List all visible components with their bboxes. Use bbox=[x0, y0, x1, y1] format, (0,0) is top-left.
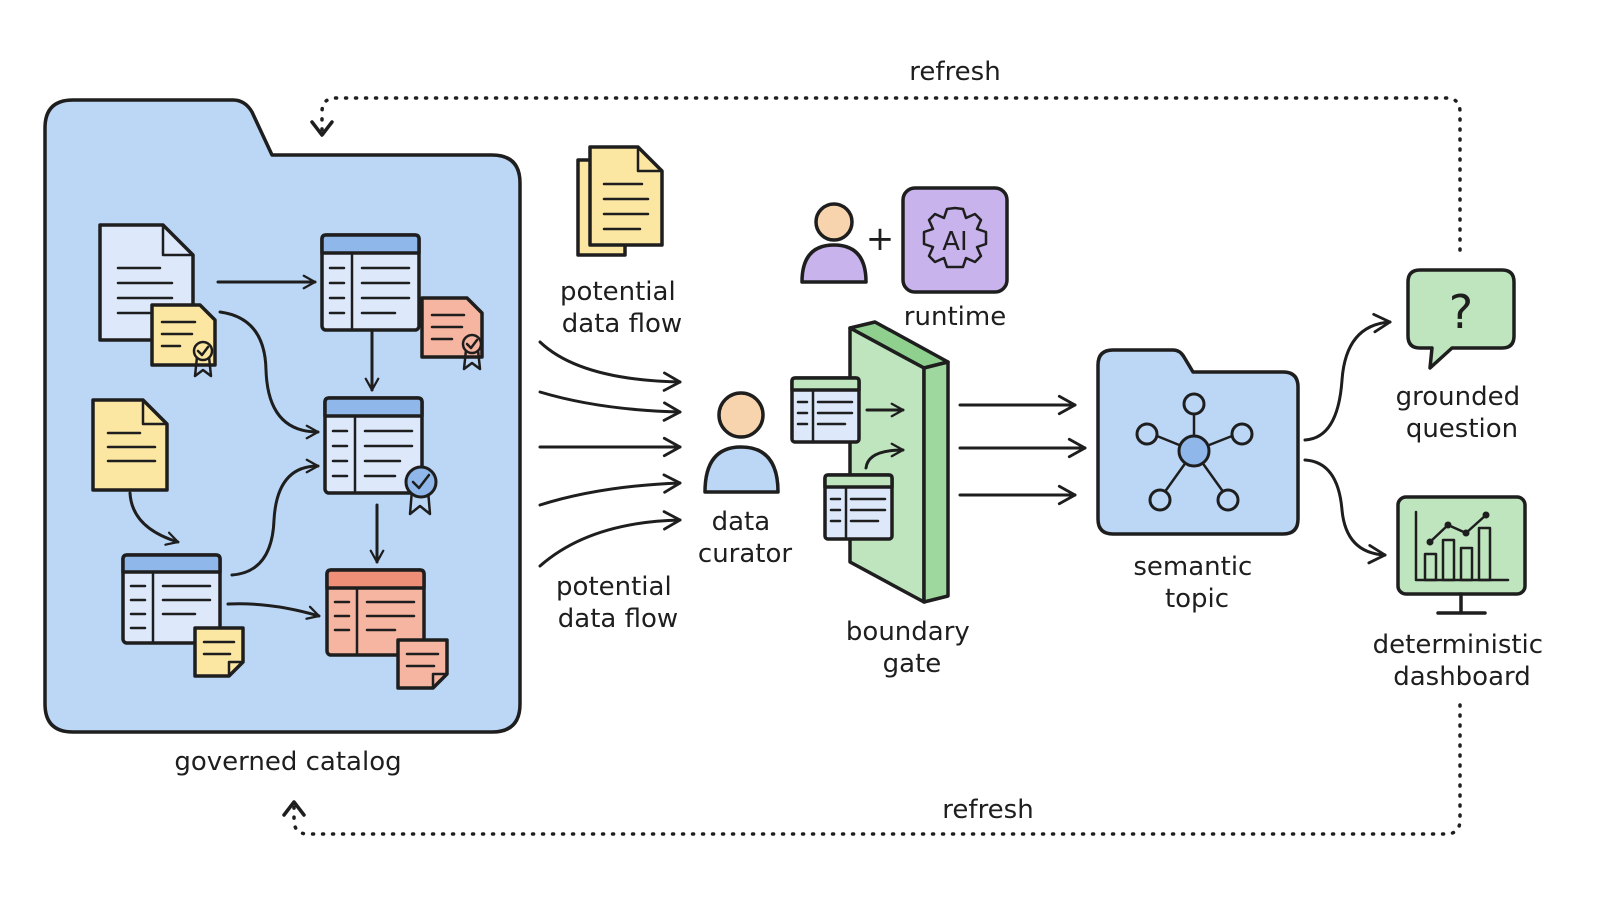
person-icon bbox=[800, 202, 868, 284]
plus-sign: + bbox=[866, 219, 895, 259]
table-icon bbox=[121, 553, 222, 645]
data-curator-label: data curator bbox=[698, 507, 792, 569]
grounded-question-label: grounded question bbox=[1396, 382, 1529, 444]
ai-chip-icon bbox=[901, 186, 1009, 294]
certified-note-icon bbox=[150, 303, 217, 378]
question-bubble-icon bbox=[1406, 268, 1516, 370]
table-icon bbox=[790, 376, 861, 444]
potential-data-flow-top-label: potential data flow bbox=[560, 277, 684, 339]
table-icon bbox=[320, 233, 421, 332]
flow-arrows-to-semantic-topic bbox=[958, 394, 1087, 506]
refresh-loop-top bbox=[310, 96, 1462, 252]
refresh-label-bottom: refresh bbox=[942, 795, 1033, 825]
document-stack-icon bbox=[576, 145, 664, 257]
lineage-arrows bbox=[128, 274, 385, 620]
table-icon bbox=[823, 473, 894, 541]
person-icon bbox=[703, 391, 780, 494]
dashboard-monitor-icon bbox=[1396, 495, 1527, 615]
certified-note-icon bbox=[420, 296, 484, 371]
flow-arrows-to-curator bbox=[538, 340, 682, 568]
sticky-note-icon bbox=[91, 398, 169, 492]
sticky-note-icon bbox=[193, 626, 245, 678]
sticky-note-icon bbox=[396, 638, 449, 690]
table-icon bbox=[323, 396, 424, 495]
ai-badge-text: AI bbox=[942, 227, 967, 257]
governed-catalog-label: governed catalog bbox=[174, 747, 401, 777]
runtime-label: runtime bbox=[904, 302, 1006, 332]
table-icon bbox=[325, 568, 426, 657]
question-mark: ? bbox=[1449, 285, 1473, 339]
refresh-loop-bottom bbox=[282, 703, 1462, 836]
certified-badge-icon bbox=[404, 465, 438, 516]
output-arrows bbox=[1303, 312, 1392, 565]
refresh-label-top: refresh bbox=[909, 57, 1000, 87]
boundary-gate-icon bbox=[848, 320, 950, 604]
semantic-topic-label: semantic topic bbox=[1133, 552, 1260, 614]
network-icon bbox=[1135, 392, 1254, 512]
deterministic-dashboard-label: deterministic dashboard bbox=[1373, 630, 1552, 692]
potential-data-flow-bottom-label: potential data flow bbox=[556, 572, 680, 634]
boundary-gate-label: boundary gate bbox=[846, 617, 978, 679]
